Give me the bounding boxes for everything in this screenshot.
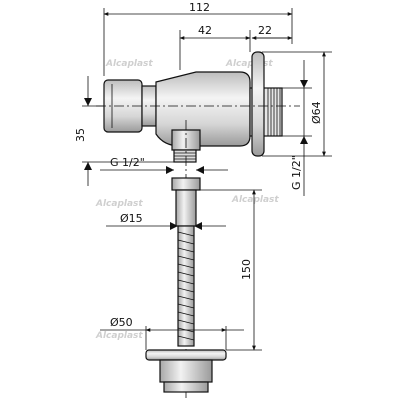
- watermark-3: Alcaplast: [95, 199, 143, 209]
- dimension-g12-outlet: G 1/2": [100, 156, 228, 174]
- dimension-22: 22: [251, 24, 293, 40]
- watermark-2: Alcaplast: [225, 59, 273, 69]
- watermark-4: Alcaplast: [231, 195, 279, 205]
- dim-washer-diameter: Ø50: [110, 316, 133, 329]
- flush-pipe: [177, 225, 195, 347]
- watermark-5: Alcaplast: [95, 331, 143, 341]
- dimension-35: 35: [74, 76, 174, 186]
- dimension-112: 112: [103, 1, 293, 76]
- dimension-d50: Ø50: [100, 316, 244, 350]
- thread-lines: [267, 88, 281, 136]
- dim-outlet-height: 35: [74, 128, 87, 142]
- wall-flange: [251, 51, 265, 157]
- dimension-d15: Ø15: [106, 212, 226, 230]
- pipe-assembly: [145, 177, 227, 393]
- valve-assembly: [96, 51, 300, 398]
- watermark-1: Alcaplast: [105, 59, 153, 69]
- dimension-150: 150: [200, 189, 262, 351]
- pipe-collar: [175, 189, 197, 227]
- dim-thread-rear: G 1/2": [290, 155, 303, 190]
- valve-body: [155, 71, 251, 147]
- dimension-g12-rear: G 1/2": [282, 60, 312, 196]
- dimension-42: 42: [179, 24, 251, 70]
- dim-pipe-length: 150: [240, 259, 253, 280]
- dim-flange-depth: 22: [258, 24, 272, 37]
- dim-flange-diameter: Ø64: [310, 101, 323, 124]
- dim-thread-outlet: G 1/2": [110, 156, 145, 169]
- pipe-connector: [159, 359, 213, 383]
- dim-overall-width: 112: [189, 1, 210, 14]
- dimension-d64: Ø64: [262, 51, 332, 157]
- dim-body-length: 42: [198, 24, 212, 37]
- dim-pipe-diameter: Ø15: [120, 212, 143, 225]
- pipe-rosette: [145, 349, 227, 361]
- pipe-connector-base: [163, 381, 209, 393]
- pipe-nut: [171, 177, 201, 191]
